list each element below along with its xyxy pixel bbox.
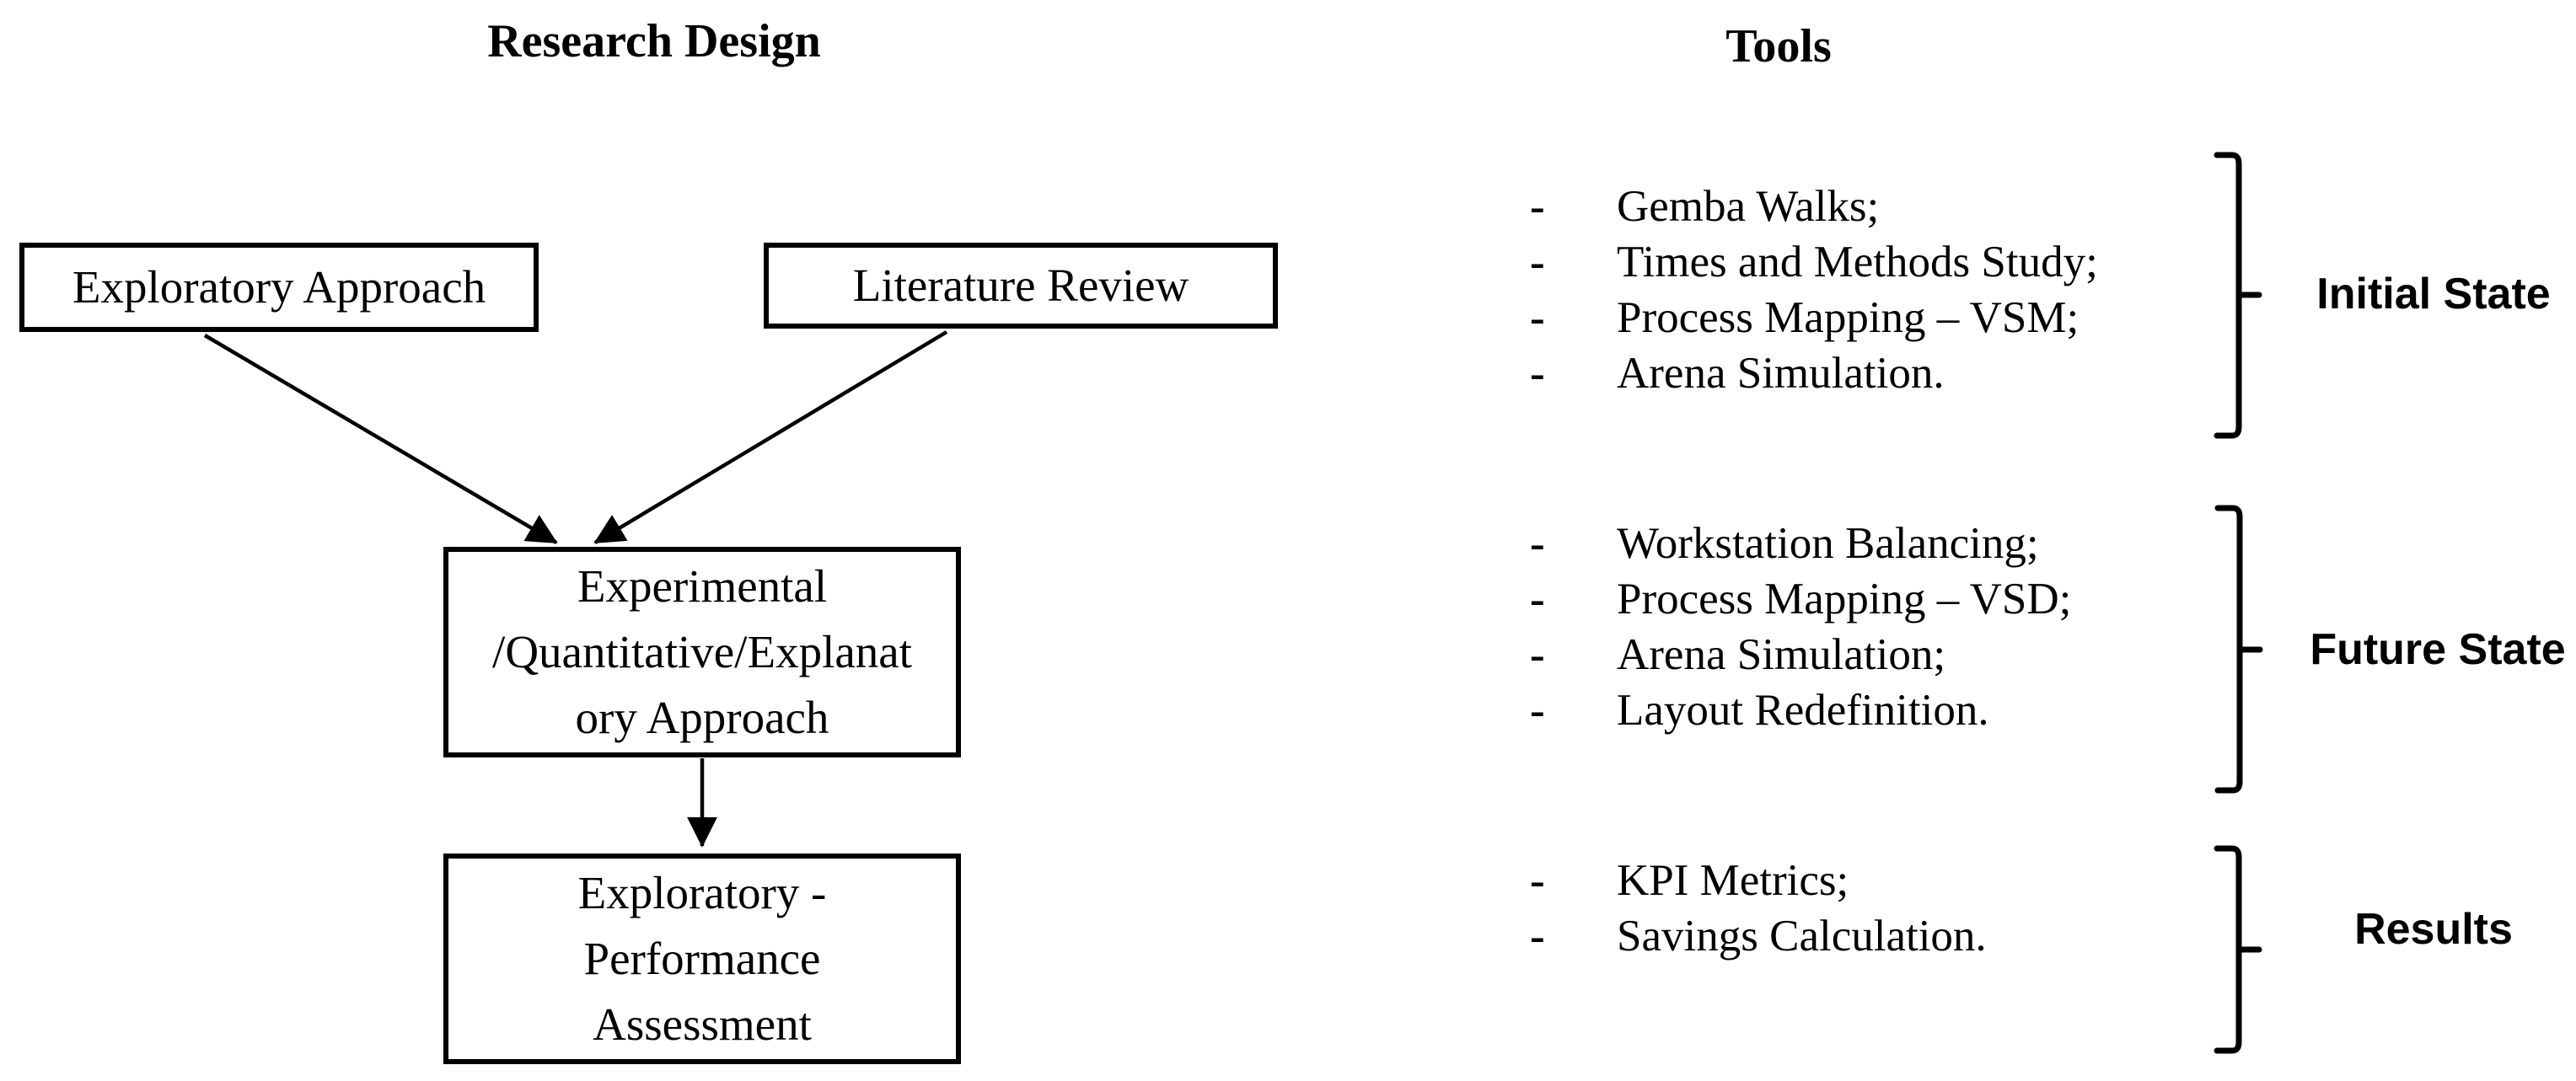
list-item: - Gemba Walks; [1530, 179, 2098, 234]
list-item-label: Process Mapping – VSD; [1617, 575, 2072, 623]
tool-list-results: - KPI Metrics; - Savings Calculation. [1530, 853, 1987, 964]
list-item-label: Times and Methods Study; [1617, 238, 2098, 286]
list-item-label: Layout Redefinition. [1617, 686, 1989, 735]
list-item: - KPI Metrics; [1530, 853, 1987, 908]
box-experimental-approach: Experimental /Quantitative/Explanat ory … [443, 547, 961, 757]
label-future-state: Future State [2310, 625, 2566, 674]
dash-bullet: - [1530, 293, 1545, 342]
list-item: - Process Mapping – VSM; [1530, 290, 2098, 345]
dash-bullet: - [1530, 182, 1545, 231]
dash-bullet: - [1530, 575, 1545, 623]
tools-title: Tools [1725, 20, 1832, 72]
dash-bullet: - [1530, 686, 1545, 735]
list-item: - Process Mapping – VSD; [1530, 571, 2071, 627]
list-item-label: Arena Simulation. [1617, 349, 1945, 398]
list-item: - Arena Simulation; [1530, 627, 2071, 682]
arrow-exploratory-to-experimental [203, 334, 558, 544]
dash-bullet: - [1530, 856, 1545, 905]
list-item: - Arena Simulation. [1530, 345, 2098, 401]
box-exploratory-approach: Exploratory Approach [19, 243, 539, 332]
bracket-results [2214, 845, 2262, 1054]
list-item-label: Gemba Walks; [1617, 182, 1880, 231]
tool-list-future-state: - Workstation Balancing; - Process Mappi… [1530, 516, 2071, 738]
dash-bullet: - [1530, 349, 1545, 398]
dash-bullet: - [1530, 912, 1545, 961]
box-literature-review: Literature Review [764, 243, 1278, 329]
research-design-title: Research Design [487, 15, 821, 67]
box-performance-assessment: Exploratory - Performance Assessment [443, 854, 961, 1064]
label-initial-state: Initial State [2316, 270, 2551, 318]
bracket-future-state [2214, 505, 2263, 794]
tool-list-initial-state: - Gemba Walks; - Times and Methods Study… [1530, 179, 2098, 401]
list-item-label: Workstation Balancing; [1617, 519, 2039, 568]
label-results: Results [2354, 905, 2513, 954]
list-item-label: Savings Calculation. [1617, 912, 1987, 961]
list-item: - Times and Methods Study; [1530, 234, 2098, 290]
arrow-literature-to-experimental [593, 330, 948, 544]
list-item: - Savings Calculation. [1530, 908, 1987, 964]
list-item-label: Arena Simulation; [1617, 630, 1946, 679]
dash-bullet: - [1530, 630, 1545, 679]
bracket-initial-state [2214, 152, 2262, 439]
list-item: - Layout Redefinition. [1530, 682, 2071, 738]
list-item: - Workstation Balancing; [1530, 516, 2071, 571]
list-item-label: Process Mapping – VSM; [1617, 293, 2080, 342]
list-item-label: KPI Metrics; [1617, 856, 1849, 905]
dash-bullet: - [1530, 238, 1545, 286]
dash-bullet: - [1530, 519, 1545, 568]
